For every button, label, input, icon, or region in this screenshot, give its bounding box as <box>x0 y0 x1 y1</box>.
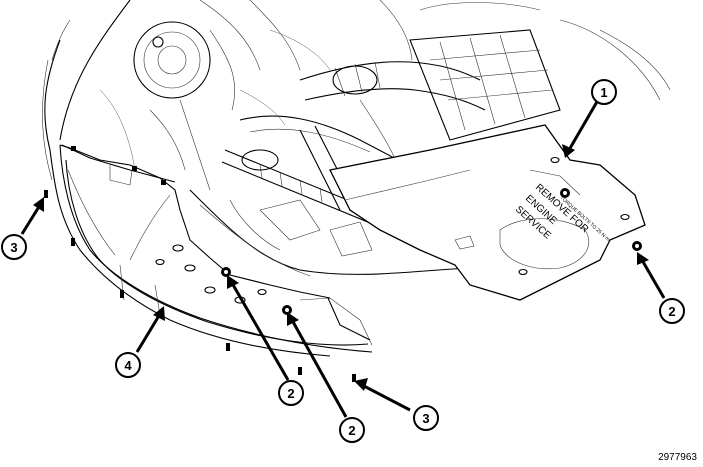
leader-lines <box>20 99 666 418</box>
fastener-push-pin <box>44 190 48 198</box>
left-splash-shield <box>59 144 331 304</box>
front-air-dam <box>59 144 373 353</box>
callout-4-label: 4 <box>124 358 132 373</box>
callout-1-label: 1 <box>600 85 607 100</box>
fastener-push-pin <box>352 374 356 382</box>
callout-3-bottom-label: 3 <box>422 411 429 426</box>
callout-4: 4 <box>115 352 141 378</box>
fastener-bolt <box>560 188 570 198</box>
fastener-push-pin <box>226 343 230 351</box>
fastener-push-pin <box>298 367 302 375</box>
callout-3-left-label: 3 <box>10 240 17 255</box>
fastener-clip <box>71 146 76 151</box>
callout-3-bottom: 3 <box>413 405 439 431</box>
fastener-bolt <box>632 241 642 251</box>
fasteners <box>44 146 642 382</box>
fastener-bolt <box>282 305 292 315</box>
fastener-bolt <box>221 267 231 277</box>
fastener-push-pin <box>71 238 75 246</box>
callout-1: 1 <box>591 79 617 105</box>
figure-number: 2977963 <box>658 452 697 463</box>
callout-3-left: 3 <box>1 234 27 260</box>
fastener-clip <box>132 166 137 171</box>
callout-2-lower: 2 <box>339 417 365 443</box>
fastener-push-pin <box>120 290 124 298</box>
fastener-clip <box>161 180 166 185</box>
callout-2-center-label: 2 <box>287 386 294 401</box>
callout-2-right-label: 2 <box>668 304 675 319</box>
callout-2-right: 2 <box>659 298 685 324</box>
engine-splash-shield: TORQUE BOLTS TO 25 N·m <box>329 124 646 301</box>
callout-2-center: 2 <box>278 380 304 406</box>
callout-2-lower-label: 2 <box>348 423 355 438</box>
